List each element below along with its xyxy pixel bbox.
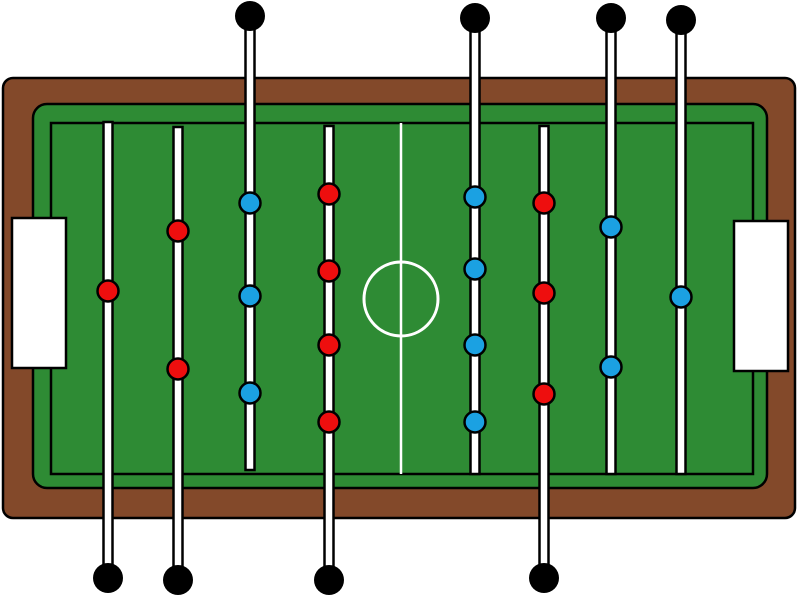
red-player-figure xyxy=(96,279,120,303)
blue-player-figure xyxy=(463,257,487,281)
blue-player-figure xyxy=(599,215,623,239)
rod-handle-knob xyxy=(235,1,265,31)
rod-shaft xyxy=(675,18,687,476)
rod-shaft xyxy=(469,16,481,476)
rod-shaft xyxy=(172,125,184,582)
rod-handle-knob xyxy=(596,3,626,33)
red-player-figure xyxy=(166,357,190,381)
rod-6[interactable] xyxy=(529,124,559,593)
rod-4[interactable] xyxy=(314,124,344,595)
left-goal xyxy=(10,216,68,370)
right-goal xyxy=(732,219,790,373)
rod-1[interactable] xyxy=(93,120,123,593)
red-player-figure xyxy=(532,191,556,215)
rod-handle-knob xyxy=(163,565,193,595)
red-player-figure xyxy=(532,382,556,406)
rod-shaft xyxy=(605,16,617,476)
blue-player-figure xyxy=(238,284,262,308)
blue-player-figure xyxy=(599,355,623,379)
blue-player-figure xyxy=(463,333,487,357)
red-player-figure xyxy=(317,410,341,434)
rod-8[interactable] xyxy=(666,5,696,476)
red-player-figure xyxy=(166,219,190,243)
blue-player-figure xyxy=(463,185,487,209)
rod-handle-knob xyxy=(93,563,123,593)
blue-player-figure xyxy=(463,410,487,434)
red-player-figure xyxy=(532,281,556,305)
blue-player-figure xyxy=(238,381,262,405)
rod-7[interactable] xyxy=(596,3,626,476)
rod-shaft xyxy=(102,120,114,580)
rod-handle-knob xyxy=(460,3,490,33)
rod-handle-knob xyxy=(666,5,696,35)
rod-handle-knob xyxy=(314,565,344,595)
rod-5[interactable] xyxy=(460,3,490,476)
red-player-figure xyxy=(317,333,341,357)
rod-2[interactable] xyxy=(163,125,193,595)
blue-player-figure xyxy=(669,285,693,309)
rod-3[interactable] xyxy=(235,1,265,472)
center-circle xyxy=(362,260,440,338)
rod-handle-knob xyxy=(529,563,559,593)
red-player-figure xyxy=(317,259,341,283)
blue-player-figure xyxy=(238,191,262,215)
red-player-figure xyxy=(317,182,341,206)
